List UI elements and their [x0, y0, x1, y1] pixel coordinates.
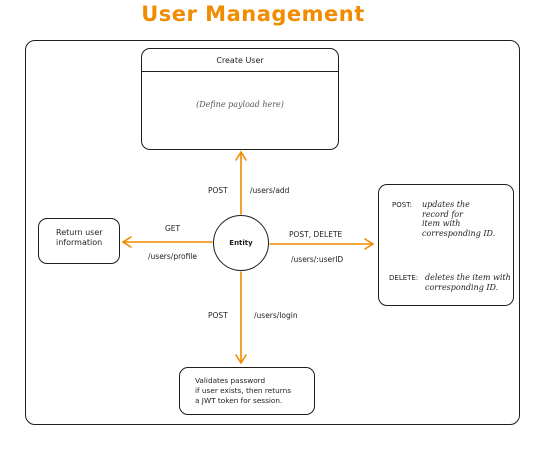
entity-node: Entity [213, 215, 269, 271]
label-left-path: /users/profile [148, 252, 198, 261]
return-line-1: Return user [56, 228, 103, 237]
entity-label: Entity [229, 239, 253, 247]
delete-line-2: corresponding ID. [425, 282, 499, 292]
arrow-right [269, 238, 375, 250]
validate-line-3: a JWT token for session. [195, 396, 283, 405]
create-user-payload: (Define payload here) [196, 100, 284, 109]
label-bottom-path: /users/login [254, 311, 298, 320]
post-line-1: updates the [422, 200, 470, 209]
arrow-down [235, 271, 247, 365]
delete-line-1: deletes the item with [425, 273, 511, 282]
label-right-method: POST, DELETE [289, 230, 343, 239]
arrow-up [235, 150, 247, 215]
return-user-box: Return user information [38, 218, 120, 264]
return-line-2: information [56, 238, 103, 247]
post-tag: POST: [392, 201, 413, 209]
validate-box: Validates password if user exists, then … [179, 367, 315, 415]
label-top-path: /users/add [250, 186, 290, 195]
arrow-left [121, 236, 213, 248]
post-line-3: item with [422, 219, 461, 228]
update-delete-box: POST: updates the record for item with c… [378, 184, 514, 306]
validate-line-1: Validates password [195, 376, 266, 385]
create-user-header: Create User [142, 49, 338, 72]
delete-tag: DELETE: [389, 274, 419, 282]
diagram-frame [25, 40, 520, 425]
label-bottom-method: POST [208, 311, 228, 320]
label-left-method: GET [165, 224, 181, 233]
create-user-box: Create User (Define payload here) [141, 48, 339, 150]
post-line-4: corresponding ID. [422, 228, 496, 238]
validate-line-2: if user exists, then returns [195, 386, 291, 395]
label-right-path: /users/:userID [291, 255, 344, 264]
post-description: updates the record for item with corresp… [422, 200, 495, 238]
delete-description: deletes the item with corresponding ID. [425, 273, 511, 292]
label-top-method: POST [208, 186, 228, 195]
diagram-title: User Management [141, 2, 365, 26]
post-line-2: record for [422, 209, 463, 219]
